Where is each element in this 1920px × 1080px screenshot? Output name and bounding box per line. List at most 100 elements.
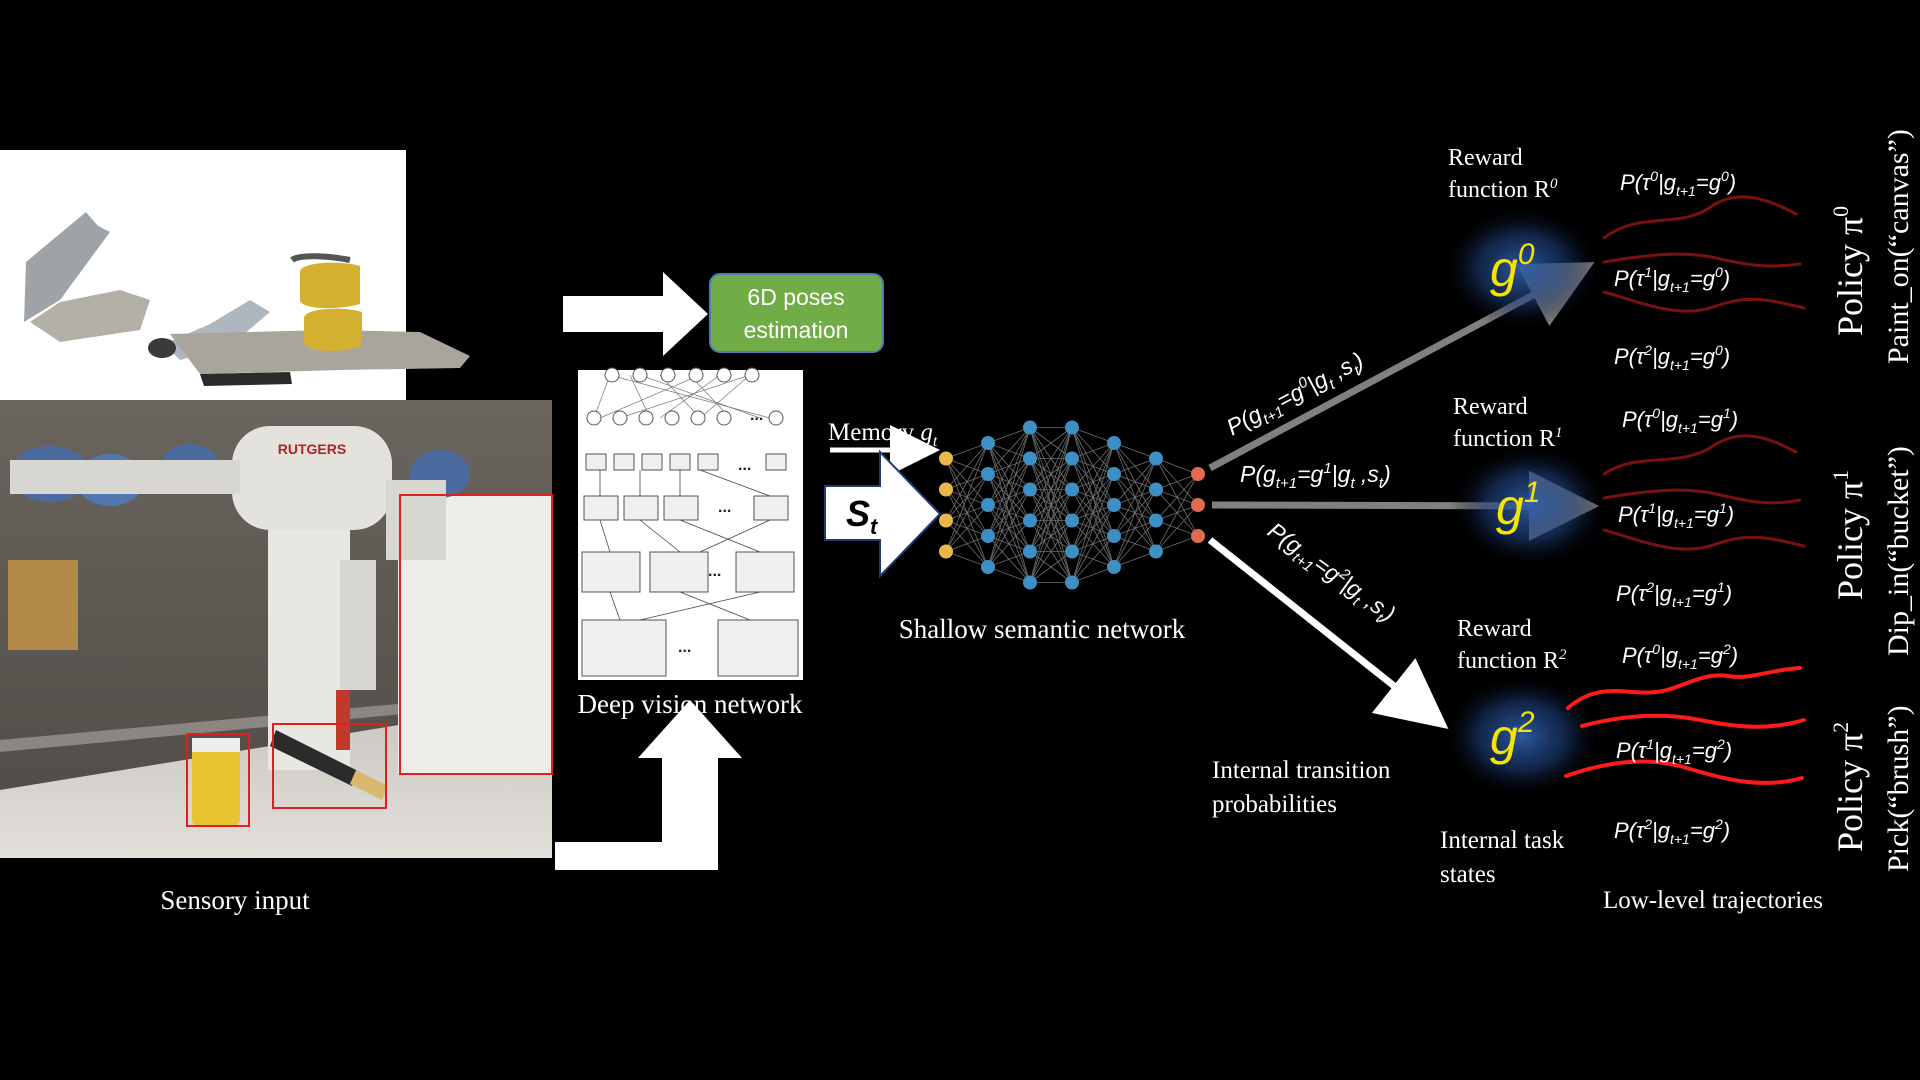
network-edge	[987, 520, 1031, 568]
reward-g1-line2: function R1	[1453, 425, 1563, 452]
network-edge	[1155, 504, 1199, 552]
input-node	[939, 513, 953, 528]
goal-glow-g0	[1442, 206, 1602, 330]
network-edge	[1029, 551, 1073, 583]
network-edge	[1071, 504, 1115, 583]
network-edge	[1113, 520, 1157, 568]
task-states-line1: Internal task	[1440, 827, 1565, 854]
goal-glow-g2	[1442, 674, 1602, 798]
deep-vision-network-image: ... ... ... ... ...	[578, 367, 803, 680]
network-edge	[1029, 427, 1073, 521]
hidden-node	[981, 529, 995, 543]
trajectory-g1-0	[1602, 434, 1798, 476]
network-edge	[945, 442, 989, 552]
transition-label-line2: probabilities	[1212, 791, 1337, 818]
network-edge	[1071, 442, 1115, 459]
network-edge	[1155, 535, 1199, 552]
network-edge	[987, 551, 1031, 568]
hidden-node	[981, 498, 995, 512]
trajectory-g1-1	[1602, 488, 1802, 505]
network-edge	[987, 427, 1031, 444]
vision-dots-3: ...	[718, 499, 731, 516]
network-edge	[987, 427, 1031, 537]
transition-prob-g2: P(gt+1=g2|gt ,st)	[1260, 516, 1401, 630]
transition-arrow-g2	[1207, 537, 1449, 730]
traj-prob-g2-2: P(τ2|gt+1=g2)	[1614, 816, 1730, 847]
output-node	[1191, 498, 1205, 512]
pose-box-line1: 6D poses	[747, 284, 844, 310]
trajectory-g2-1	[1580, 713, 1806, 729]
hidden-node	[1023, 451, 1037, 466]
hidden-node	[1107, 529, 1121, 543]
network-edge	[1113, 551, 1157, 568]
reward-g0-line2: function R0	[1448, 176, 1558, 203]
policy-g1: Policy π1	[1828, 470, 1870, 600]
state-label: St	[846, 493, 879, 539]
network-edge	[1155, 473, 1199, 552]
shallow-semantic-network	[939, 420, 1205, 590]
output-node	[1191, 529, 1205, 543]
trajectory-g0-0	[1602, 195, 1798, 240]
pose-estimation-box	[709, 273, 884, 353]
action-g0: Paint_on(“canvas”)	[1882, 129, 1915, 364]
goal-glow-g1	[1450, 444, 1610, 568]
transition-label-line1: Internal transition	[1212, 757, 1391, 784]
input-node	[939, 544, 953, 559]
hidden-node	[1065, 575, 1079, 590]
network-edge	[987, 489, 1031, 568]
reward-g2-line1: Reward	[1457, 616, 1532, 642]
network-edge	[1029, 489, 1073, 583]
hidden-node	[981, 436, 995, 450]
network-edge	[1113, 442, 1157, 459]
sensory-input-label: Sensory input	[160, 885, 310, 915]
traj-prob-g2-1: P(τ1|gt+1=g2)	[1616, 736, 1732, 767]
network-edge	[1071, 442, 1115, 552]
input-node	[939, 482, 953, 497]
hidden-node	[981, 560, 995, 574]
vision-dots-1: ...	[750, 407, 763, 424]
trajectory-g2-2	[1564, 759, 1804, 785]
bbox-canvas	[399, 494, 553, 775]
network-edge	[987, 427, 1031, 506]
hidden-node	[1023, 544, 1037, 559]
goal-g1: g1	[1496, 476, 1541, 535]
network-edge	[1071, 566, 1115, 583]
vision-dots-5: ...	[678, 639, 691, 656]
network-edge	[987, 427, 1031, 568]
hidden-node	[1065, 451, 1079, 466]
network-edge	[1113, 458, 1157, 568]
traj-prob-g0-1: P(τ1|gt+1=g0)	[1614, 264, 1730, 295]
network-edge	[987, 427, 1031, 475]
network-edge	[1071, 535, 1115, 583]
network-edge	[945, 473, 989, 552]
network-edge	[1029, 427, 1073, 552]
network-edge	[1071, 442, 1115, 583]
hidden-node	[1065, 482, 1079, 497]
network-edge	[1029, 458, 1073, 583]
goal-g2: g2	[1490, 706, 1535, 765]
hidden-node	[1065, 420, 1079, 435]
network-edge	[987, 458, 1031, 568]
deep-vision-label: Deep vision network	[578, 689, 803, 719]
traj-prob-g0-2: P(τ2|gt+1=g0)	[1614, 342, 1730, 373]
bbox-bucket	[186, 733, 250, 827]
transition-prob-g1: P(gt+1=g1|gt ,st)	[1240, 460, 1391, 492]
vision-dots-2: ...	[738, 457, 751, 474]
input-node	[939, 451, 953, 466]
hidden-node	[1149, 544, 1163, 559]
trajectories-label: Low-level trajectories	[1603, 887, 1823, 914]
block-arrow-to-vision	[555, 700, 742, 870]
network-edge	[1113, 489, 1157, 568]
network-edge	[945, 442, 989, 459]
state-block-arrow	[824, 449, 942, 579]
robot-logo: RUTGERS	[278, 441, 346, 457]
goal-g0: g0	[1490, 238, 1535, 297]
traj-prob-g0-0: P(τ0|gt+1=g0)	[1620, 168, 1736, 199]
network-edge	[945, 504, 989, 552]
network-edge	[945, 551, 989, 568]
network-edge	[945, 535, 989, 552]
sensory-photo: RUTGERS	[0, 400, 552, 858]
traj-prob-g1-0: P(τ0|gt+1=g1)	[1622, 405, 1738, 436]
reward-g1-line1: Reward	[1453, 394, 1528, 420]
